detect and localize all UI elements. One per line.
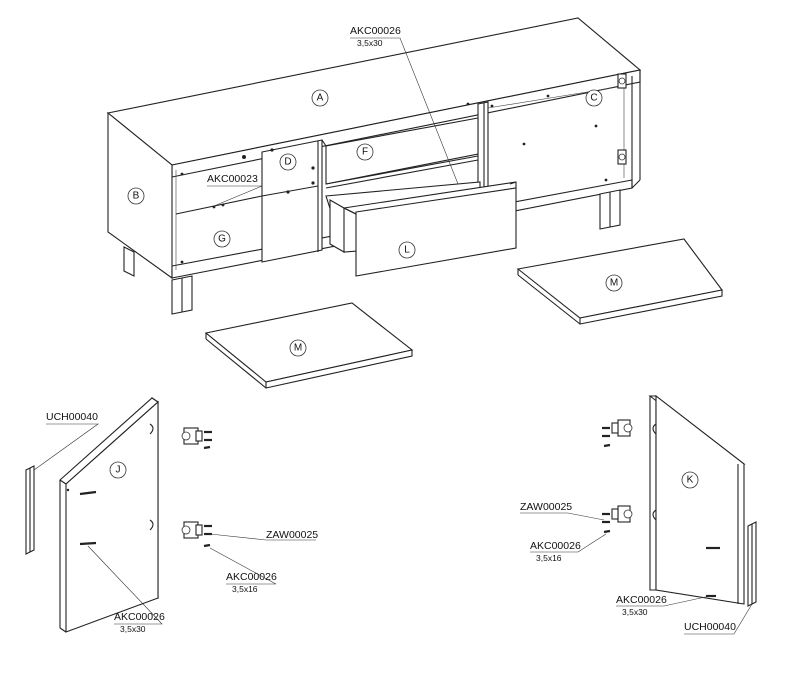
svg-text:F: F bbox=[362, 147, 368, 158]
hinge-left-bottom-icon bbox=[181, 521, 212, 548]
hinge-cabinet-bottom-icon bbox=[617, 149, 627, 165]
svg-text:3,5x16: 3,5x16 bbox=[536, 553, 562, 563]
svg-text:3,5x30: 3,5x30 bbox=[357, 38, 383, 48]
part-label-l: L bbox=[398, 241, 416, 259]
svg-text:AKC00026: AKC00026 bbox=[530, 540, 581, 552]
part-label-m-left: M bbox=[289, 339, 307, 357]
callout-zaw-left: ZAW00025 bbox=[209, 529, 318, 541]
panel-m-left bbox=[204, 302, 414, 383]
part-label-m-right: M bbox=[605, 274, 623, 292]
part-label-j: J bbox=[109, 461, 127, 479]
drawer-l bbox=[325, 181, 517, 277]
svg-text:3,5x30: 3,5x30 bbox=[120, 624, 146, 634]
part-label-a: A bbox=[311, 89, 329, 107]
callout-akc-left-hinge: AKC00026 3,5x16 bbox=[209, 547, 277, 594]
svg-text:UCH00040: UCH00040 bbox=[684, 621, 736, 633]
handle-left bbox=[25, 465, 35, 555]
hinge-right-bottom-icon bbox=[602, 505, 633, 534]
callout-akc-left-door: AKC00026 3,5x30 bbox=[87, 545, 165, 634]
part-label-g: G bbox=[213, 230, 231, 248]
svg-text:L: L bbox=[404, 245, 410, 256]
callout-akc-right-hinge: AKC00026 3,5x16 bbox=[530, 533, 607, 563]
callout-uch-right: UCH00040 bbox=[684, 603, 753, 635]
hinge-left-top-icon bbox=[181, 427, 212, 450]
svg-text:C: C bbox=[590, 93, 597, 104]
svg-text:AKC00023: AKC00023 bbox=[207, 173, 258, 185]
part-label-b: B bbox=[127, 187, 145, 205]
hinge-cabinet-top-icon bbox=[617, 73, 627, 89]
svg-text:J: J bbox=[116, 465, 121, 476]
part-label-d: D bbox=[279, 153, 297, 171]
callout-akc00023: AKC00023 bbox=[207, 173, 263, 207]
callout-uch-left: UCH00040 bbox=[33, 411, 99, 471]
part-label-f: F bbox=[356, 143, 374, 161]
svg-text:A: A bbox=[317, 93, 324, 104]
svg-text:B: B bbox=[133, 191, 140, 202]
panel-m-right-edge bbox=[579, 289, 723, 325]
door-k bbox=[648, 394, 746, 605]
part-label-k: K bbox=[681, 471, 699, 489]
svg-text:AKC00026: AKC00026 bbox=[226, 571, 277, 583]
callout-akc-right-door: AKC00026 3,5x30 bbox=[616, 594, 711, 617]
callout-zaw-right: ZAW00025 bbox=[520, 501, 605, 521]
door-j bbox=[59, 396, 159, 633]
svg-text:K: K bbox=[687, 475, 694, 486]
svg-text:G: G bbox=[218, 234, 226, 245]
svg-text:3,5x30: 3,5x30 bbox=[622, 607, 648, 617]
svg-text:AKC00026: AKC00026 bbox=[350, 25, 401, 37]
svg-text:AKC00026: AKC00026 bbox=[114, 611, 165, 623]
callout-akc00026-top: AKC00026 3,5x30 bbox=[350, 25, 459, 185]
part-label-c: C bbox=[585, 89, 603, 107]
svg-text:M: M bbox=[294, 343, 302, 354]
svg-text:M: M bbox=[610, 278, 618, 289]
cabinet-body bbox=[106, 17, 642, 315]
svg-text:D: D bbox=[284, 157, 291, 168]
svg-text:ZAW00025: ZAW00025 bbox=[266, 529, 318, 541]
hinge-right-top-icon bbox=[602, 419, 633, 448]
svg-text:AKC00026: AKC00026 bbox=[616, 594, 667, 606]
svg-text:ZAW00025: ZAW00025 bbox=[520, 501, 572, 513]
panel-m-left-edge bbox=[265, 349, 413, 389]
svg-text:3,5x16: 3,5x16 bbox=[232, 584, 258, 594]
handle-right bbox=[747, 521, 757, 607]
svg-text:UCH00040: UCH00040 bbox=[46, 411, 98, 423]
